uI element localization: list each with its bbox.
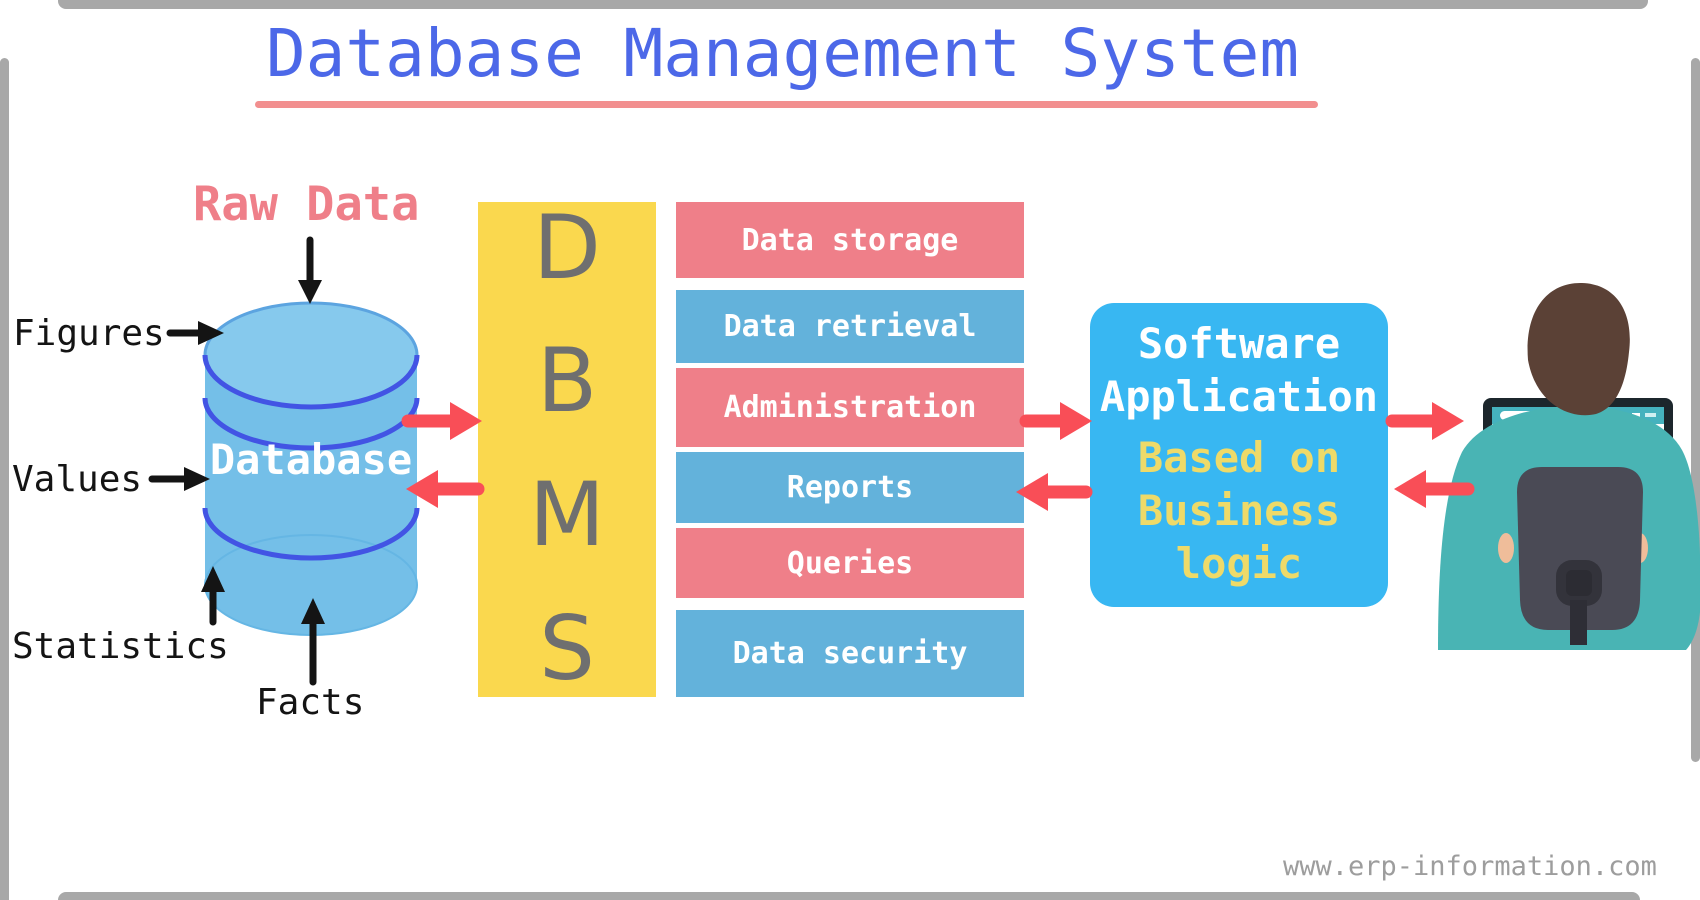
chair-back xyxy=(1517,467,1643,630)
function-row-label: Data storage xyxy=(741,222,959,258)
frame-right-bar xyxy=(1691,58,1700,762)
source-label-statistics: Statistics xyxy=(12,626,229,667)
user-at-computer-illustration xyxy=(1438,282,1700,650)
database-cylinder-graphic xyxy=(202,301,420,636)
page-title: Database Management System xyxy=(265,15,1300,92)
source-label-facts: Facts xyxy=(256,682,365,723)
dbms-letter-s: S xyxy=(539,597,595,700)
black-arrows xyxy=(148,236,325,686)
source-label-figures: Figures xyxy=(13,313,165,354)
dbms-letter-m: M xyxy=(529,463,605,566)
function-row-label: Data retrieval xyxy=(723,309,977,344)
left-hand xyxy=(1498,533,1514,563)
function-row-label: Reports xyxy=(786,470,914,505)
dbms-box: D B M S xyxy=(478,198,656,700)
function-row-label: Queries xyxy=(786,545,914,581)
app-line-based-on: Based on xyxy=(1137,433,1341,482)
raw-data-label: Raw Data xyxy=(193,177,420,232)
app-line-business: Business xyxy=(1137,486,1341,535)
app-line-logic: logic xyxy=(1175,539,1303,588)
chair-stem xyxy=(1570,600,1587,645)
function-row-label: Administration xyxy=(723,390,977,425)
function-row-reports: Reports xyxy=(676,452,1024,523)
red-arrows xyxy=(401,402,1475,511)
frame-left-bar xyxy=(0,58,9,900)
dbms-letter-b: B xyxy=(536,329,598,432)
function-row-data-retrieval: Data retrieval xyxy=(676,290,1024,363)
software-application-box: Software Application Based on Business l… xyxy=(1090,303,1388,607)
dbms-letter-d: D xyxy=(533,196,601,299)
frame-bottom-bar xyxy=(58,892,1640,900)
database-label: Database xyxy=(209,435,413,484)
function-row-label: Data security xyxy=(732,636,968,671)
frame-top-bar xyxy=(58,0,1648,9)
function-row-data-security: Data security xyxy=(676,610,1024,697)
source-label-values: Values xyxy=(12,459,143,500)
title-underline xyxy=(255,101,1318,108)
function-row-data-storage: Data storage xyxy=(676,202,1024,278)
watermark-url: www.erp-information.com xyxy=(1283,851,1657,882)
app-line-application: Application xyxy=(1099,372,1379,421)
function-row-queries: Queries xyxy=(676,528,1024,598)
hair xyxy=(1527,282,1630,416)
app-line-software: Software xyxy=(1137,319,1341,368)
function-row-administration: Administration xyxy=(676,368,1024,447)
